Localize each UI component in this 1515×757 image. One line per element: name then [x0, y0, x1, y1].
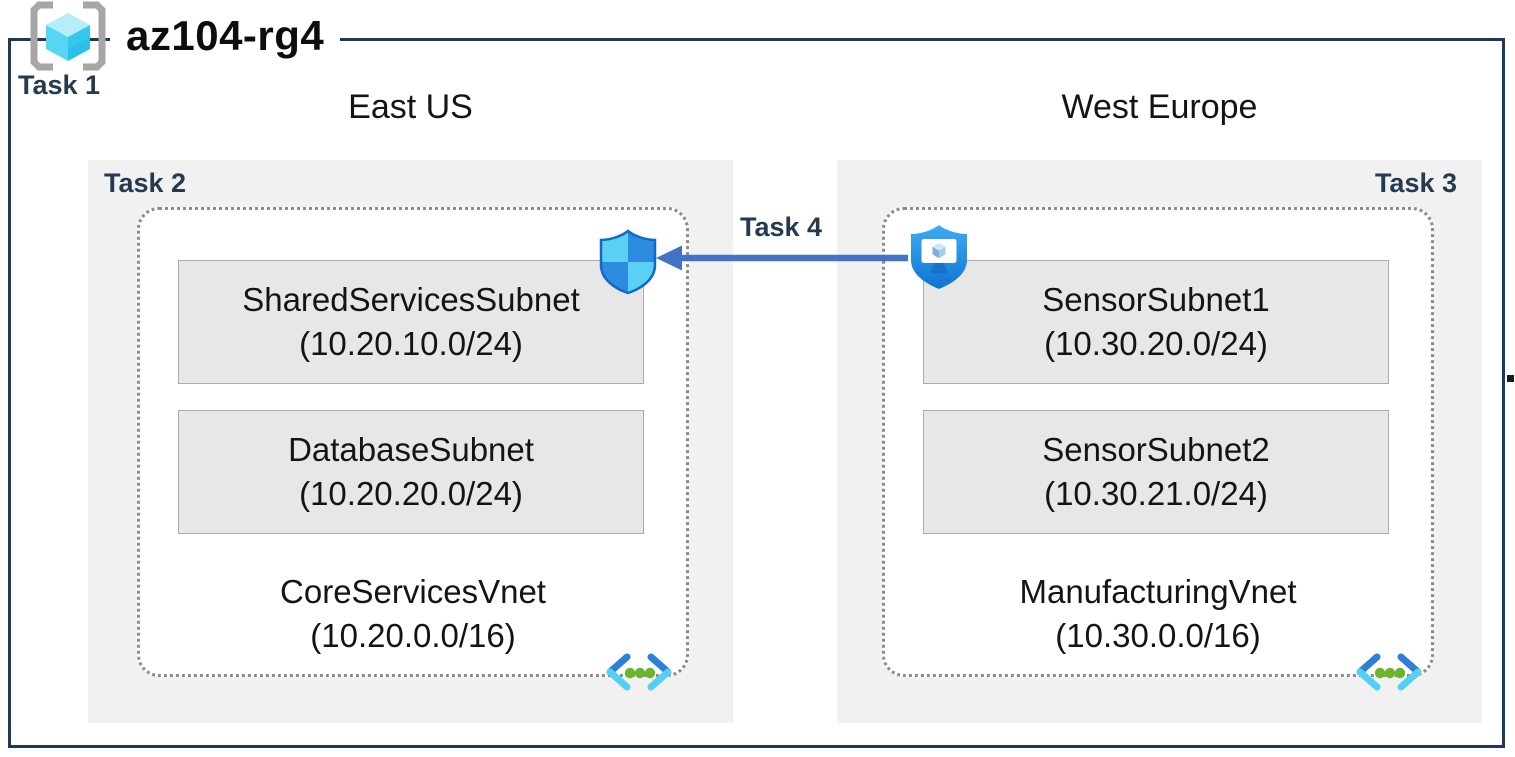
bastion-shield-monitor-icon: [911, 225, 967, 289]
vnet-cidr: (10.30.0.0/16): [1055, 616, 1261, 654]
sensor-subnet-2: SensorSubnet2 (10.30.21.0/24): [923, 410, 1389, 534]
subnet-cidr: (10.30.20.0/24): [1044, 325, 1268, 362]
subnet-name: DatabaseSubnet: [288, 431, 534, 469]
task2-label: Task 2: [104, 168, 187, 198]
task1-label: Task 1: [18, 70, 101, 100]
network-security-group-shield-icon: [599, 229, 657, 295]
core-services-vnet-label: CoreServicesVnet (10.20.0.0/16): [140, 570, 686, 657]
core-services-vnet-box: SharedServicesSubnet (10.20.10.0/24) Dat…: [137, 207, 689, 691]
manufacturing-vnet-label: ManufacturingVnet (10.30.0.0/16): [885, 570, 1431, 657]
virtual-network-icon: [606, 653, 672, 691]
region-title-west-europe: West Europe: [1061, 88, 1258, 126]
manufacturing-vnet-box: SensorSubnet1 (10.30.20.0/24) SensorSubn…: [882, 207, 1434, 691]
subnet-cidr: (10.20.10.0/24): [299, 325, 523, 362]
task3-label: Task 3: [1374, 168, 1457, 198]
resource-group-title-block: az104-rg4: [26, 0, 341, 72]
region-east-us: Task 2 SharedServicesSubnet (10.20.10.0/…: [88, 160, 733, 723]
region-title-east-us: East US: [348, 88, 473, 126]
resource-group-boundary: [8, 38, 1505, 748]
sensor-subnet-1: SensorSubnet1 (10.30.20.0/24): [923, 260, 1389, 384]
vnet-name: CoreServicesVnet: [280, 573, 546, 610]
vnet-cidr: (10.20.0.0/16): [310, 616, 516, 654]
shared-services-subnet: SharedServicesSubnet (10.20.10.0/24): [178, 260, 644, 384]
database-subnet: DatabaseSubnet (10.20.20.0/24): [178, 410, 644, 534]
subnet-name: SharedServicesSubnet: [242, 281, 580, 319]
virtual-network-icon: [1356, 653, 1422, 691]
subnet-cidr: (10.30.21.0/24): [1044, 475, 1268, 512]
task4-label: Task 4: [739, 212, 823, 242]
resource-group-icon: [30, 1, 106, 71]
resource-group-name: az104-rg4: [110, 3, 341, 69]
subnet-name: SensorSubnet2: [1042, 431, 1270, 469]
subnet-name: SensorSubnet1: [1042, 281, 1270, 319]
vnet-name: ManufacturingVnet: [1019, 573, 1297, 610]
subnet-cidr: (10.20.20.0/24): [299, 475, 523, 512]
peering-arrow: [656, 245, 908, 271]
edge-dash-mark: [1507, 375, 1514, 382]
